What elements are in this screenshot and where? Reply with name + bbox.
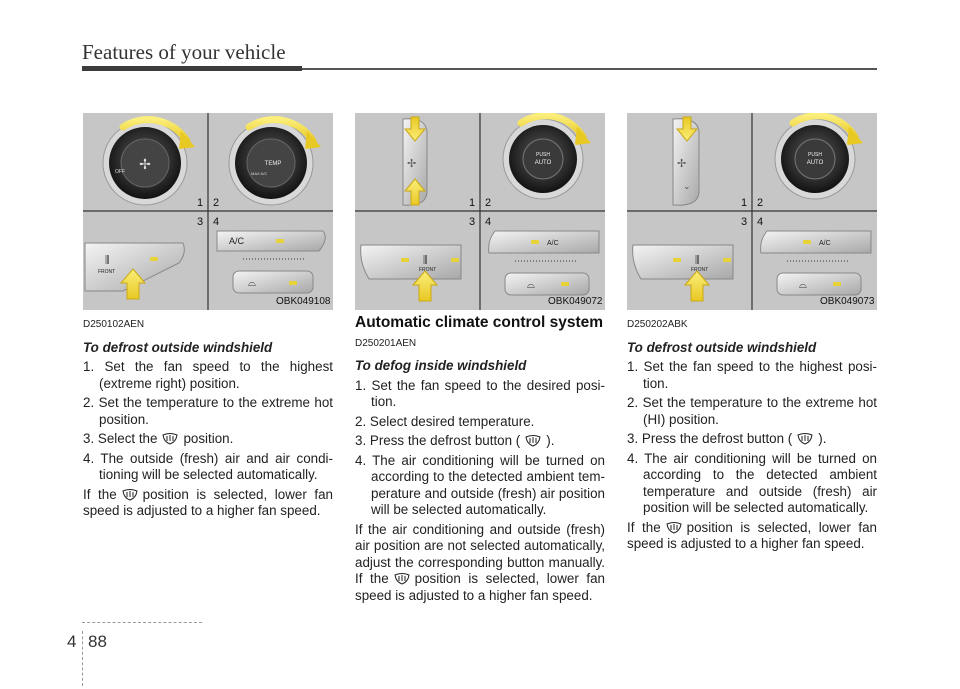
list-item: 3. Press the defrost button (). xyxy=(627,431,827,446)
front-label: FRONT xyxy=(98,269,115,275)
list-item: 2. Set the temperature to the extreme ho… xyxy=(83,395,333,427)
knob-label-off: OFF xyxy=(115,169,125,175)
svg-text:⫼: ⫼ xyxy=(105,255,110,266)
svg-text:✢: ✢ xyxy=(407,157,416,170)
footer-divider xyxy=(82,631,83,686)
figure-number-2: 2 xyxy=(757,197,763,209)
section-code: D250202ABK xyxy=(627,319,688,330)
svg-text:⌓: ⌓ xyxy=(527,280,535,291)
svg-text:⌄: ⌄ xyxy=(683,182,691,192)
list-item: 3. Press the defrost button (). xyxy=(355,433,555,448)
figure-number-1: 1 xyxy=(197,197,203,209)
paragraph: If the air conditioning and outside (fre… xyxy=(355,521,605,603)
defrost-icon xyxy=(666,521,682,534)
defrost-icon xyxy=(525,435,541,447)
front-label: FRONT xyxy=(419,267,436,273)
defrost-icon xyxy=(797,433,813,445)
ac-label: A/C xyxy=(819,240,831,247)
list-item: 4. The air conditioning will be turned o… xyxy=(355,452,605,518)
knob-label-max: MAX A/C xyxy=(251,171,267,176)
figure-number-4: 4 xyxy=(485,216,491,228)
figure-code: OBK049108 xyxy=(276,296,331,307)
figure-2: ✢ PUSH AUTO 1 2 3 4 ⫼ FRONT A/C ⌓ OBK049… xyxy=(355,113,605,310)
list-item: 1. Set the fan speed to the highest (ext… xyxy=(83,359,333,391)
svg-text:⫼: ⫼ xyxy=(695,255,700,266)
column-2: Automatic climate control system D250201… xyxy=(355,313,605,604)
page-number: 88 xyxy=(88,632,107,651)
svg-text:⌓: ⌓ xyxy=(799,280,807,291)
column-3: D250202ABK To defrost outside windshield… xyxy=(627,313,877,553)
figure-number-1: 1 xyxy=(741,197,747,209)
subheading: To defrost outside windshield xyxy=(83,339,273,355)
svg-text:⫼: ⫼ xyxy=(423,255,428,266)
svg-text:⌓: ⌓ xyxy=(248,278,256,289)
svg-text:✢: ✢ xyxy=(139,157,151,173)
footer-rule xyxy=(82,622,202,623)
push-label: PUSH xyxy=(808,152,822,158)
section-title: Automatic climate control system xyxy=(355,314,604,331)
section-code: D250201AEN xyxy=(355,337,417,349)
defrost-icon xyxy=(394,573,410,585)
list-item: 2. Select desired temperature. xyxy=(355,413,535,429)
figure-code: OBK049072 xyxy=(548,296,603,307)
front-label: FRONT xyxy=(691,267,708,273)
list-item: 4. The outside (fresh) air and air condi… xyxy=(83,450,333,483)
ac-label: A/C xyxy=(229,236,245,246)
defrost-icon xyxy=(122,488,138,501)
figure-code: OBK049073 xyxy=(820,296,875,307)
section-code: D250102AEN xyxy=(83,319,145,330)
subheading: To defog inside windshield xyxy=(355,358,527,373)
list-item: 1. Set the fan speed to the desired posi… xyxy=(355,377,605,410)
ac-label: A/C xyxy=(547,240,559,247)
auto-label: AUTO xyxy=(807,160,824,166)
list-item: 4. The air conditioning will be turned o… xyxy=(627,450,877,516)
figure-number-3: 3 xyxy=(741,216,747,228)
figure-number-4: 4 xyxy=(213,216,219,228)
push-label: PUSH xyxy=(536,152,550,158)
knob-label-temp: TEMP xyxy=(265,161,282,167)
figure-number-2: 2 xyxy=(485,197,491,209)
figure-number-3: 3 xyxy=(469,216,475,228)
list-item: 2. Set the temperature to the extreme ho… xyxy=(627,395,877,427)
figure-1: ✢ OFF TEMP MAX A/C 1 2 3 4 ⫼ FRONT A/C ⌓… xyxy=(83,113,333,310)
header-rule-thin xyxy=(302,68,877,70)
figure-number-3: 3 xyxy=(197,216,203,228)
auto-label: AUTO xyxy=(535,160,552,166)
figure-number-2: 2 xyxy=(213,197,219,209)
figure-number-4: 4 xyxy=(757,216,763,228)
column-1: D250102AEN To defrost outside windshield… xyxy=(83,313,333,520)
subheading: To defrost outside windshield xyxy=(627,339,817,355)
figure-number-1: 1 xyxy=(469,197,475,209)
list-item: 1. Set the fan speed to the highest posi… xyxy=(627,359,877,391)
section-number: 4 xyxy=(67,632,77,651)
svg-text:✢: ✢ xyxy=(677,157,686,170)
defrost-icon xyxy=(162,433,179,445)
page-header-title: Features of your vehicle xyxy=(82,40,286,64)
figure-3: ✢ ⌄ PUSH AUTO 1 2 3 4 ⫼ FRONT A/C ⌓ OBK0… xyxy=(627,113,877,310)
header-rule xyxy=(82,66,302,71)
